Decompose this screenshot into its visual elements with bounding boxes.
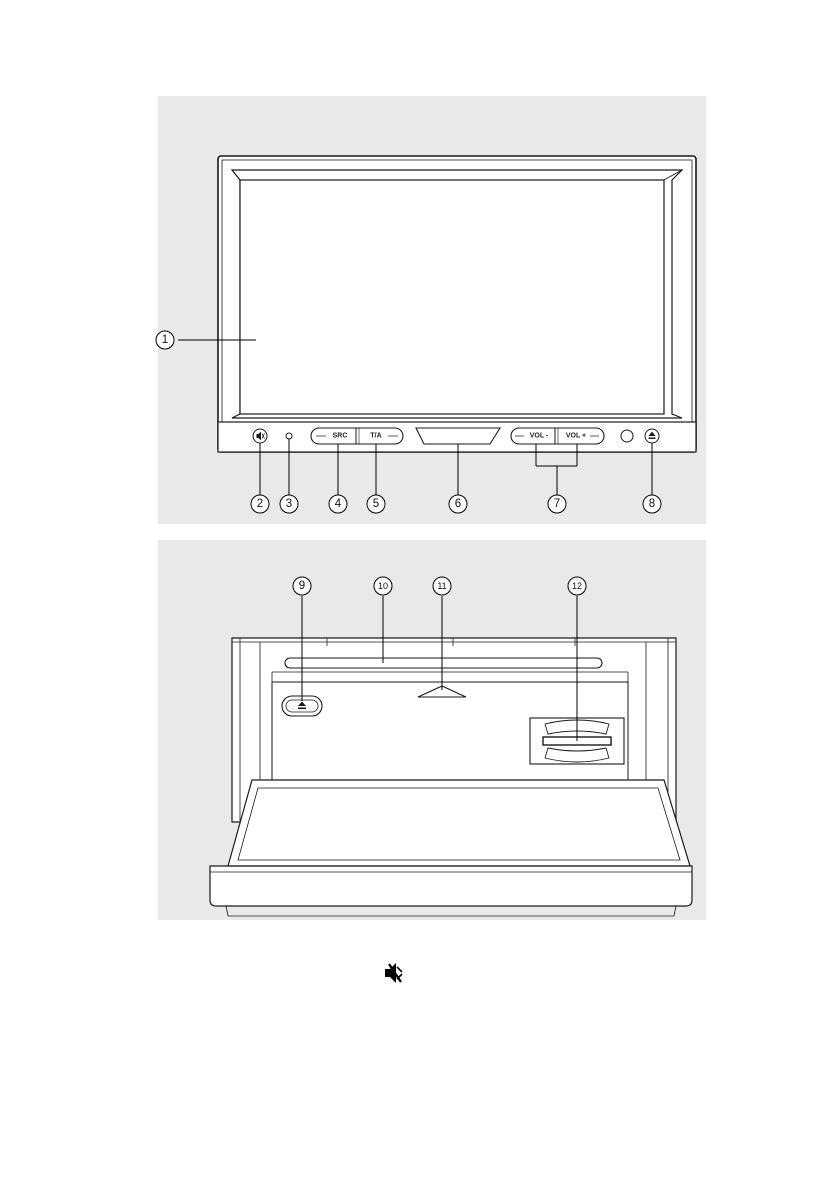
- src-button[interactable]: SRC: [333, 433, 348, 440]
- callout-11: 11: [433, 577, 451, 595]
- vol-plus-button[interactable]: VOL +: [566, 433, 586, 440]
- callout-8: 8: [643, 495, 661, 513]
- svg-text:6: 6: [455, 498, 461, 510]
- callout-9: 9: [293, 577, 311, 595]
- disc-slot[interactable]: [285, 658, 602, 668]
- svg-text:9: 9: [299, 580, 305, 592]
- callout-7: 7: [548, 495, 566, 513]
- volume-button-group: [511, 428, 604, 444]
- callout-5: 5: [367, 495, 385, 513]
- svg-text:10: 10: [378, 581, 388, 591]
- svg-text:7: 7: [554, 498, 560, 510]
- touch-screen[interactable]: [240, 180, 664, 414]
- open-panel-view: [158, 540, 706, 920]
- faceplate-tray: [228, 780, 690, 866]
- ta-button[interactable]: T/A: [370, 433, 381, 440]
- reset-hole: [621, 430, 633, 442]
- callout-10: 10: [374, 577, 392, 595]
- svg-text:4: 4: [335, 498, 342, 510]
- svg-text:11: 11: [437, 581, 446, 591]
- front-panel-view: SRC T/A VOL - VOL +: [158, 96, 706, 524]
- svg-text:8: 8: [649, 498, 655, 510]
- svg-text:5: 5: [373, 498, 379, 510]
- mute-button[interactable]: [253, 429, 267, 443]
- src-ta-button-group: [311, 428, 403, 444]
- svg-text:2: 2: [257, 498, 263, 510]
- callout-12: 12: [568, 577, 586, 595]
- callout-4: 4: [329, 495, 347, 513]
- svg-text:3: 3: [286, 498, 292, 510]
- callout-1: 1: [156, 331, 174, 349]
- remote-sensor-window: [416, 428, 500, 444]
- mute-icon: [385, 963, 402, 983]
- svg-text:1: 1: [162, 334, 168, 346]
- callout-3: 3: [280, 495, 298, 513]
- microphone-hole: [286, 433, 292, 439]
- eject-button[interactable]: [645, 429, 659, 443]
- callout-2: 2: [251, 495, 269, 513]
- vol-minus-button[interactable]: VOL -: [530, 433, 549, 440]
- callout-6: 6: [449, 495, 467, 513]
- svg-text:12: 12: [572, 581, 582, 591]
